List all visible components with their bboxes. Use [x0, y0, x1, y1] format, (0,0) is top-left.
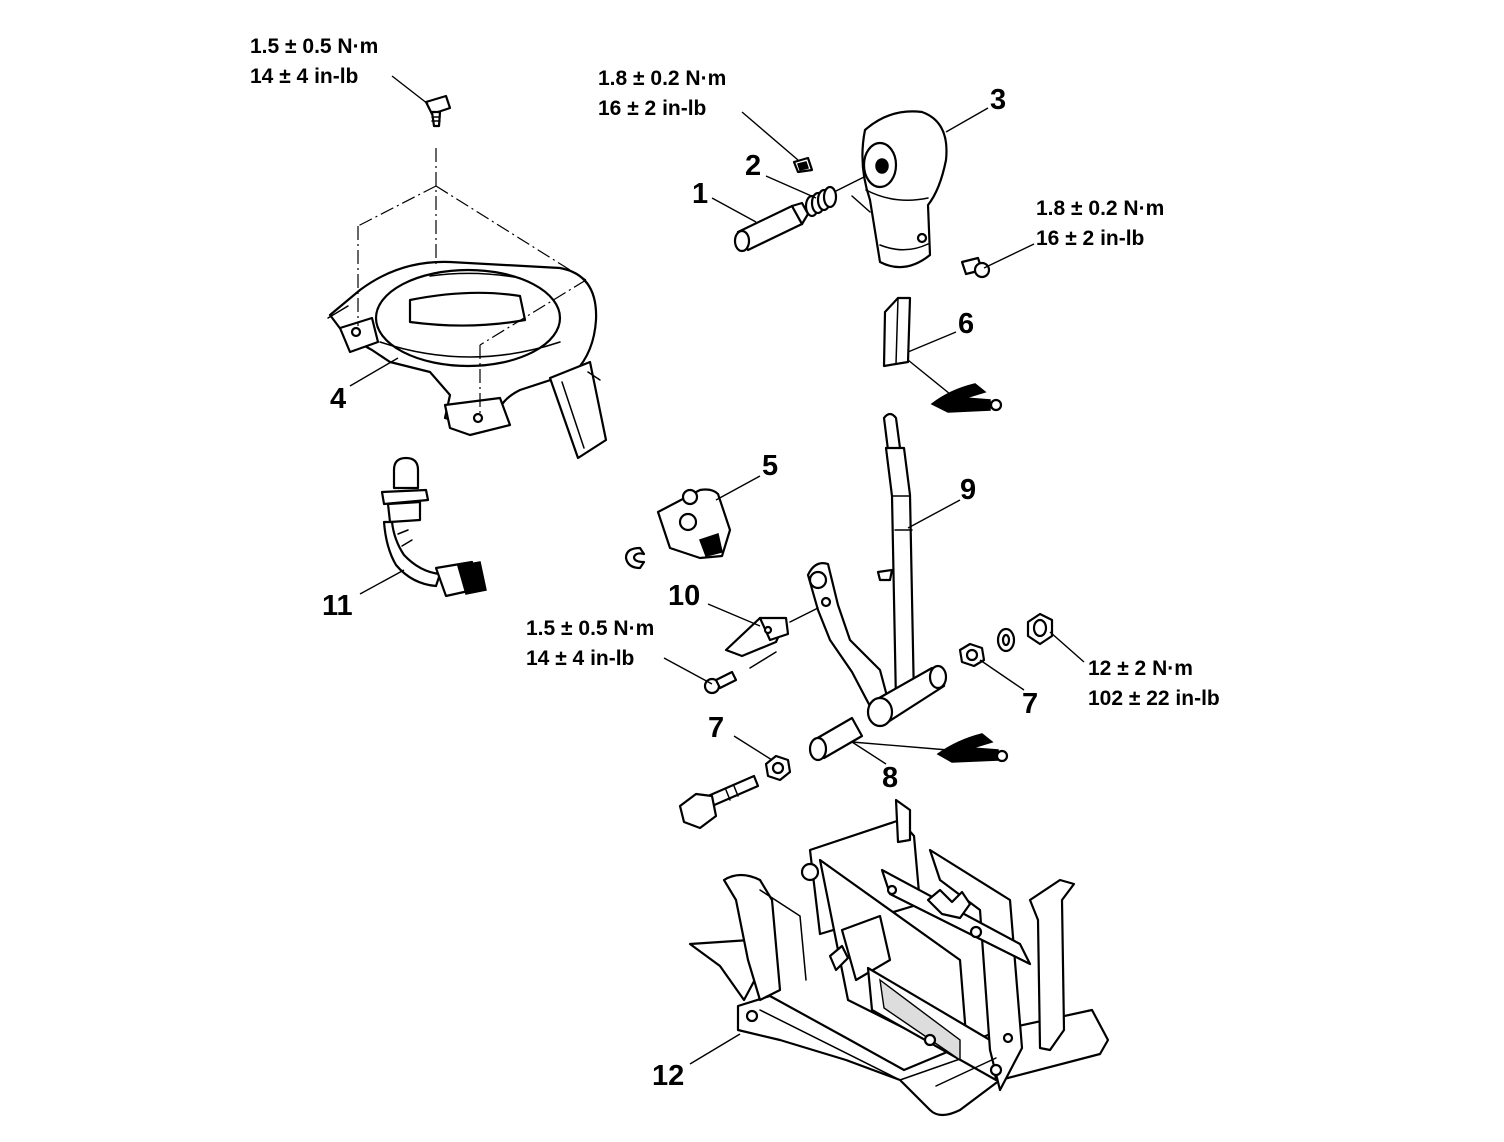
shift-knob	[861, 110, 948, 269]
washer	[996, 627, 1016, 653]
torque-spec-knob-top-screw: 1.8 ± 0.2 N·m 16 ± 2 in-lb	[598, 64, 726, 124]
lever-nut-flange	[958, 642, 986, 668]
part-label-5: 5	[762, 450, 779, 482]
indicator-screw	[424, 94, 452, 128]
part-label-8: 8	[882, 762, 899, 794]
indicator-mount-lines	[357, 148, 587, 414]
torque-nm: 1.5 ± 0.5 N·m	[526, 617, 655, 640]
part-label-7-left: 7	[708, 712, 725, 744]
part-label-9: 9	[960, 474, 977, 506]
lever-base-bracket	[688, 798, 1110, 1117]
lever-bushing	[808, 716, 864, 762]
knob-axis-line	[851, 195, 871, 213]
torque-spec-knob-side-screw: 1.8 ± 0.2 N·m 16 ± 2 in-lb	[1036, 194, 1164, 254]
torque-inlb: 16 ± 2 in-lb	[598, 97, 707, 120]
torque-inlb: 14 ± 4 in-lb	[526, 647, 635, 670]
bolt-nut	[764, 754, 792, 782]
spring	[804, 185, 838, 218]
knob-screw-top	[792, 156, 814, 174]
torque-inlb: 102 ± 22 in-lb	[1088, 687, 1220, 710]
pivot-bolt	[678, 774, 760, 830]
retaining-clip-upper	[930, 383, 1003, 413]
lever-nut	[1026, 612, 1054, 646]
part-label-7-right: 7	[1022, 688, 1039, 720]
torque-spec-detent-screw: 1.5 ± 0.5 N·m 14 ± 4 in-lb	[526, 614, 654, 674]
torque-spec-lever-nut: 12 ± 2 N·m 102 ± 22 in-lb	[1088, 654, 1220, 714]
part-label-4: 4	[330, 383, 347, 415]
part-label-6: 6	[958, 308, 975, 340]
indicator-panel	[327, 260, 608, 460]
part-label-3: 3	[990, 84, 1007, 116]
torque-spec-indicator-screw: 1.5 ± 0.5 N·m 14 ± 4 in-lb	[250, 32, 378, 92]
button-axis-line	[835, 175, 867, 192]
knob-screw-side	[960, 256, 991, 279]
torque-nm: 1.5 ± 0.5 N·m	[250, 35, 379, 58]
lever-plate	[882, 296, 912, 368]
part-label-2: 2	[745, 150, 762, 182]
torque-nm: 1.8 ± 0.2 N·m	[1036, 197, 1165, 220]
shift-lever	[806, 412, 948, 728]
part-label-1: 1	[692, 178, 709, 210]
torque-inlb: 14 ± 4 in-lb	[250, 65, 359, 88]
illumination-lamp-harness	[380, 456, 487, 598]
push-button	[733, 201, 810, 253]
leader-lines	[349, 75, 1085, 1065]
torque-inlb: 16 ± 2 in-lb	[1036, 227, 1145, 250]
part-label-11: 11	[322, 590, 353, 622]
part-label-10: 10	[668, 580, 701, 612]
torque-nm: 1.8 ± 0.2 N·m	[598, 67, 727, 90]
torque-nm: 12 ± 2 N·m	[1088, 657, 1193, 680]
part-label-12: 12	[652, 1060, 685, 1092]
retaining-clip-lower	[936, 733, 1009, 763]
e-clip	[624, 546, 646, 570]
detent-bracket	[656, 488, 732, 560]
